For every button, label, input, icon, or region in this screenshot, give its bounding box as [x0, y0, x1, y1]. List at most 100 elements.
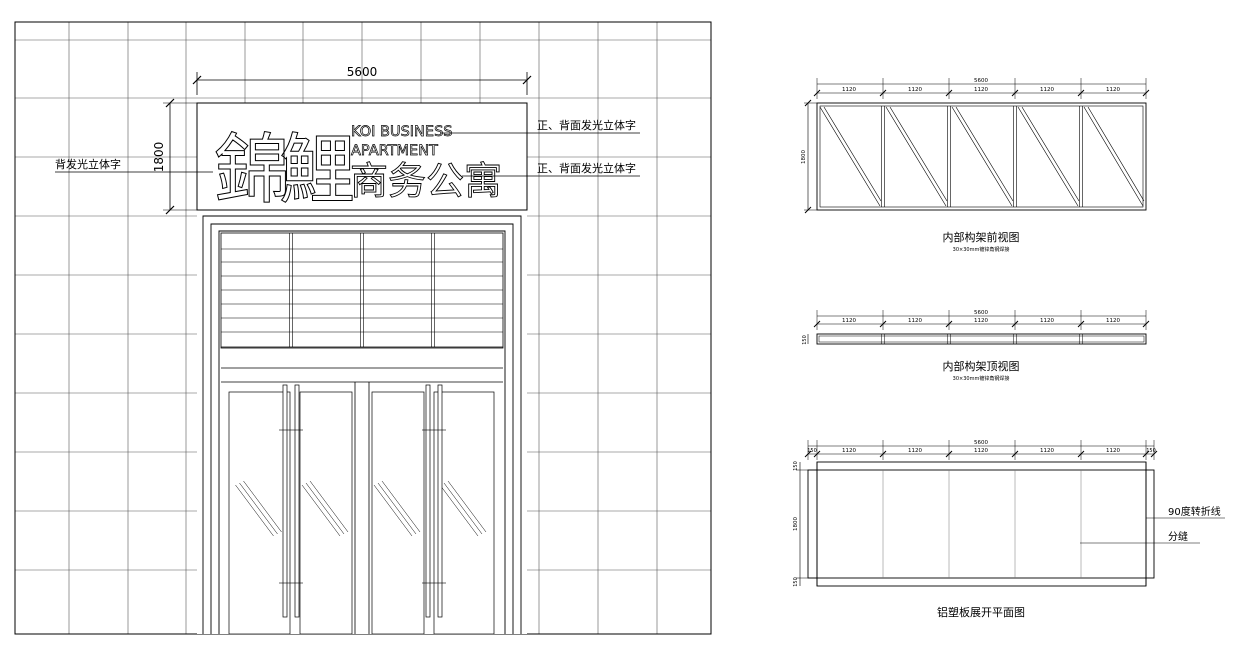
flat-seg-dim-4: 1120 — [1040, 448, 1054, 454]
top-tick-slash-0 — [813, 320, 821, 328]
front-seg-dim-1: 1120 — [842, 87, 856, 93]
front-tick-slash-5 — [1142, 89, 1150, 97]
callout-right-bottom: 正、背面发光立体字 — [537, 161, 636, 175]
glass-reflection-c-1 — [309, 480, 349, 533]
front-view-dimensions: 5600 1120 1120 1120 1120 1120 1800 — [801, 78, 1146, 210]
top-seg-dim-5: 1120 — [1106, 318, 1120, 324]
top-tick-slash-1 — [879, 320, 887, 328]
flat-tick-slash-7 — [1150, 450, 1158, 458]
front-diagonal-a-2 — [951, 106, 1013, 207]
front-total-dim: 5600 — [974, 78, 988, 84]
front-frame-outer — [816, 102, 1147, 211]
front-tick-slash-1 — [879, 89, 887, 97]
top-seg-dim-4: 1120 — [1040, 318, 1054, 324]
glass-reflection-a-2 — [373, 484, 413, 537]
door-handle-3 — [437, 384, 443, 618]
front-view-subtitle: 30×30mm镀锌角钢焊接 — [953, 246, 1010, 253]
glass-reflection-c-0 — [243, 480, 282, 533]
top-view-subtitle: 30×30mm镀锌角钢焊接 — [953, 375, 1010, 382]
front-diagonal-a-3 — [1017, 106, 1079, 207]
flat-height-dim: 1800 — [793, 517, 799, 531]
front-seg-dim-4: 1120 — [1040, 87, 1054, 93]
flat-tick-slash-0 — [804, 450, 812, 458]
logo-char-1: 錦 — [214, 125, 290, 214]
flat-total-dim: 5600 — [974, 440, 988, 446]
aluminum-panel-flat-view: 5600 150 150 1120 1120 1120 1120 1120 15… — [793, 440, 1225, 619]
glass-doors — [228, 382, 495, 635]
flat-panel-cross — [807, 469, 1155, 579]
flat-dimension-ticks — [804, 440, 1158, 460]
top-depth-dim: 150 — [802, 335, 808, 345]
front-tick-slash-4 — [1077, 89, 1085, 97]
glass-reflection-b-3 — [443, 482, 483, 535]
door-handle-1 — [294, 384, 300, 618]
front-seg-dim-5: 1120 — [1106, 87, 1120, 93]
front-tick-slash-3 — [1011, 89, 1019, 97]
front-seg-dim-2: 1120 — [908, 87, 922, 93]
front-diagonal-b-3 — [1021, 106, 1080, 202]
top-dimension-ticks — [813, 310, 1150, 330]
front-tick-slash-0 — [813, 89, 821, 97]
glass-reflection-a-3 — [439, 484, 479, 537]
flat-tick-slash-2 — [879, 450, 887, 458]
top-tick-slash-5 — [1142, 320, 1150, 328]
front-vdim-slash-bottom — [804, 206, 812, 214]
front-height-dim: 1800 — [801, 150, 807, 164]
front-diagonal-b-4 — [1087, 106, 1145, 202]
front-diagonal-b-2 — [955, 106, 1014, 202]
glass-reflection-a-1 — [301, 484, 341, 537]
elevation-width-label: 5600 — [347, 65, 378, 79]
front-dimension-ticks — [804, 78, 1150, 214]
signboard — [196, 102, 528, 211]
top-seg-dim-2: 1120 — [908, 318, 922, 324]
glass-reflection-c-3 — [447, 480, 487, 533]
top-tick-slash-2 — [945, 320, 953, 328]
top-total-dim: 5600 — [974, 310, 988, 316]
callout-fold-line: 90度转折线 — [1168, 505, 1221, 518]
sign-english-line1: KOI BUSINESS — [351, 124, 452, 140]
door-glass-panel-1 — [299, 391, 353, 635]
flat-seg-dim-2: 1120 — [908, 448, 922, 454]
door-glass-panel-2 — [371, 391, 425, 635]
front-seg-dim-3: 1120 — [974, 87, 988, 93]
flat-tick-slash-1 — [813, 450, 821, 458]
flat-seg-dim-3: 1120 — [974, 448, 988, 454]
front-frame-panels — [819, 106, 1145, 207]
flat-tick-slash-5 — [1077, 450, 1085, 458]
flat-side-dim-bottom: 150 — [793, 577, 799, 587]
flat-tick-slash-4 — [1011, 450, 1019, 458]
door-handle-0 — [282, 384, 288, 618]
sign-chinese-name: 商务公寓 — [350, 159, 502, 203]
front-view-title: 内部构架前视图 — [943, 230, 1020, 244]
callout-right-top: 正、背面发光立体字 — [537, 118, 636, 132]
front-diagonal-b-1 — [889, 106, 948, 202]
door-glass-panel-0 — [228, 391, 291, 635]
door-frame — [197, 209, 527, 634]
flat-side-dim-top: 150 — [793, 461, 799, 471]
callout-left: 背发光立体字 — [55, 157, 121, 171]
front-frame-inner — [819, 105, 1144, 208]
flat-seg-dim-5: 1120 — [1106, 448, 1120, 454]
door-glass-panel-3 — [433, 391, 495, 635]
top-frame-outer — [816, 333, 1147, 345]
elevation-view: 5600 1800 錦 鯉 KOI BUSINESS APARTMENT 商务公… — [14, 21, 712, 635]
top-view-title: 内部构架顶视图 — [943, 359, 1020, 373]
flat-edge-dim-left: 150 — [807, 448, 817, 454]
top-seg-dim-3: 1120 — [974, 318, 988, 324]
rolling-shutter — [220, 232, 504, 383]
callout-seam: 分缝 — [1168, 530, 1188, 543]
top-frame-dividers — [881, 334, 1083, 344]
top-frame-inner — [818, 335, 1145, 343]
front-tick-slash-2 — [945, 89, 953, 97]
elevation-height-dimension: 1800 — [152, 98, 198, 215]
logo-char-2: 鯉 — [279, 125, 355, 214]
front-diagonal-a-0 — [819, 106, 881, 207]
top-tick-slash-3 — [1011, 320, 1019, 328]
front-diagonal-b-0 — [823, 106, 882, 202]
glass-reflection-b-2 — [377, 482, 417, 535]
front-diagonal-a-1 — [885, 106, 947, 207]
glass-reflection-b-1 — [305, 482, 345, 535]
elevation-height-label: 1800 — [152, 142, 166, 173]
top-seg-dim-1: 1120 — [842, 318, 856, 324]
